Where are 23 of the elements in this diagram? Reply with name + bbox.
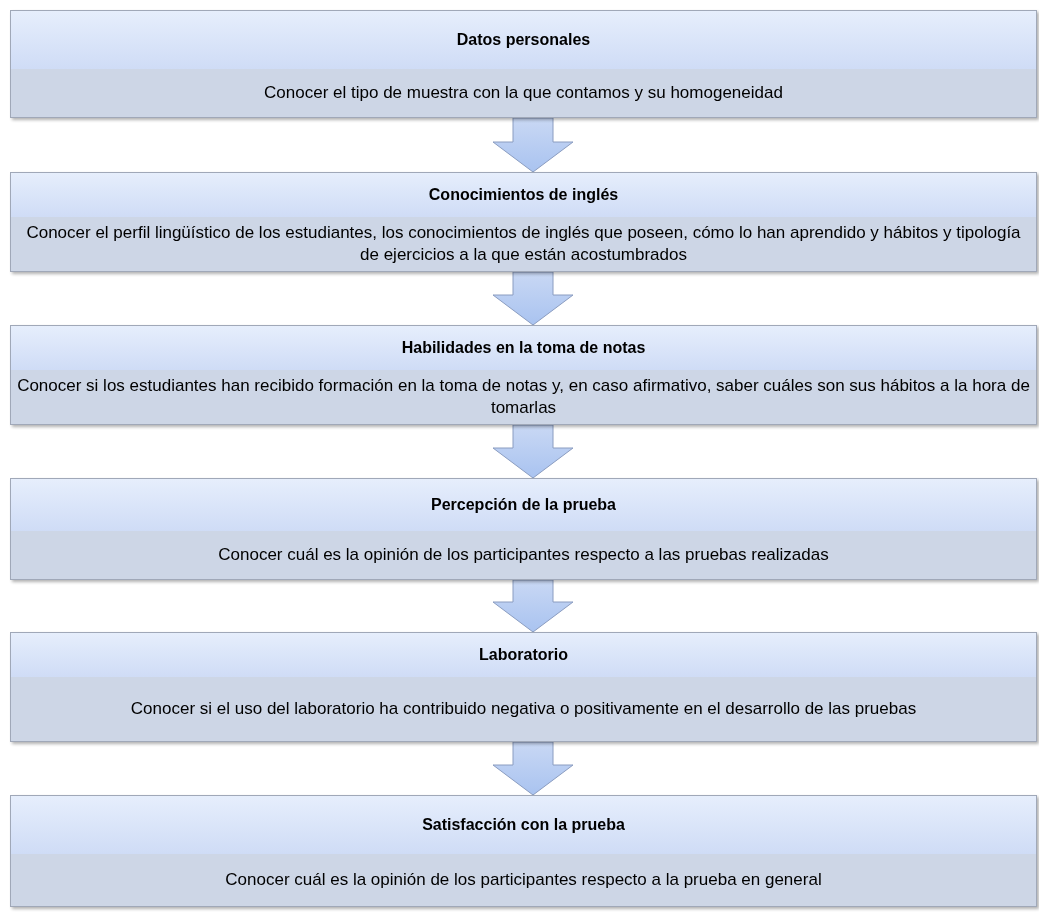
box-heading: Conocimientos de inglés <box>428 185 619 205</box>
box-heading: Datos personales <box>456 30 591 50</box>
process-box <box>10 795 1037 907</box>
process-box <box>10 172 1037 272</box>
box-description: Conocer cuál es la opinión de los participantes respecto a las pruebas realizadas <box>218 544 829 566</box>
block-arrow <box>492 117 574 173</box>
process-box <box>10 10 1037 118</box>
block-arrow <box>492 741 574 796</box>
process-box <box>10 478 1037 580</box>
block-arrow <box>492 271 574 326</box>
box-description: Conocer cuál es la opinión de los participantes respecto a la prueba en general <box>225 869 822 891</box>
box-heading: Percepción de la prueba <box>431 495 616 515</box>
process-box <box>10 632 1037 742</box>
block-arrow <box>492 579 574 633</box>
process-box <box>10 325 1037 425</box>
box-heading: Habilidades en la toma de notas <box>401 338 646 358</box>
box-description: Conocer si los estudiantes han recibido formación en la toma de notas y, en caso afirmativo, saber cuáles son sus hábitos a la hora de tomarlas <box>16 375 1031 419</box>
box-heading: Laboratorio <box>479 645 568 665</box>
box-heading: Satisfacción con la prueba <box>422 815 625 835</box>
box-description: Conocer si el uso del laboratorio ha contribuido negativa o positivamente en el desarrollo de las pruebas <box>130 698 917 720</box>
box-description: Conocer el tipo de muestra con la que contamos y su homogeneidad <box>264 82 783 104</box>
block-arrow <box>492 424 574 479</box>
box-description: Conocer el perfil lingüístico de los estudiantes, los conocimientos de inglés que poseen, cómo lo han aprendido y hábitos y tipología de ejercicios a la que están acostumbrados <box>25 222 1022 266</box>
